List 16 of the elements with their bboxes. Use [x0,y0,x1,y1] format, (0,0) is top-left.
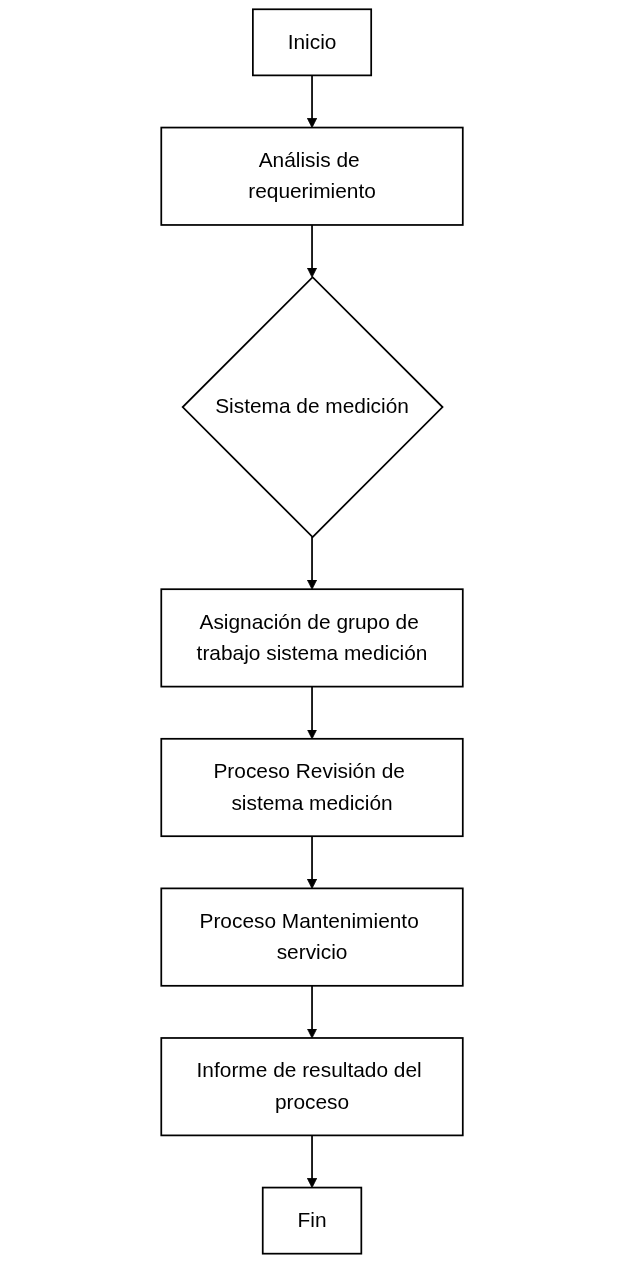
node-box [252,8,373,77]
arrow [307,224,318,278]
node-diamond [181,275,445,539]
node-box [262,1186,363,1255]
arrow [307,536,318,590]
node-box [160,1037,465,1137]
arrow [307,74,318,128]
node-box [160,588,465,688]
arrow [307,984,318,1039]
node-box [160,126,465,226]
arrow [307,1134,318,1189]
arrow [307,685,318,740]
flowchart: Inicio Análisis de requerimiento Sistema de medición Asignación de grupo de trabajo sistema medición Proceso Revisión de sistema medición Proceso Mantenimiento servicio Informe de resultado del proceso Fin [152,0,473,1263]
arrow [307,835,318,889]
node-box [160,737,465,838]
node-box [160,887,465,987]
